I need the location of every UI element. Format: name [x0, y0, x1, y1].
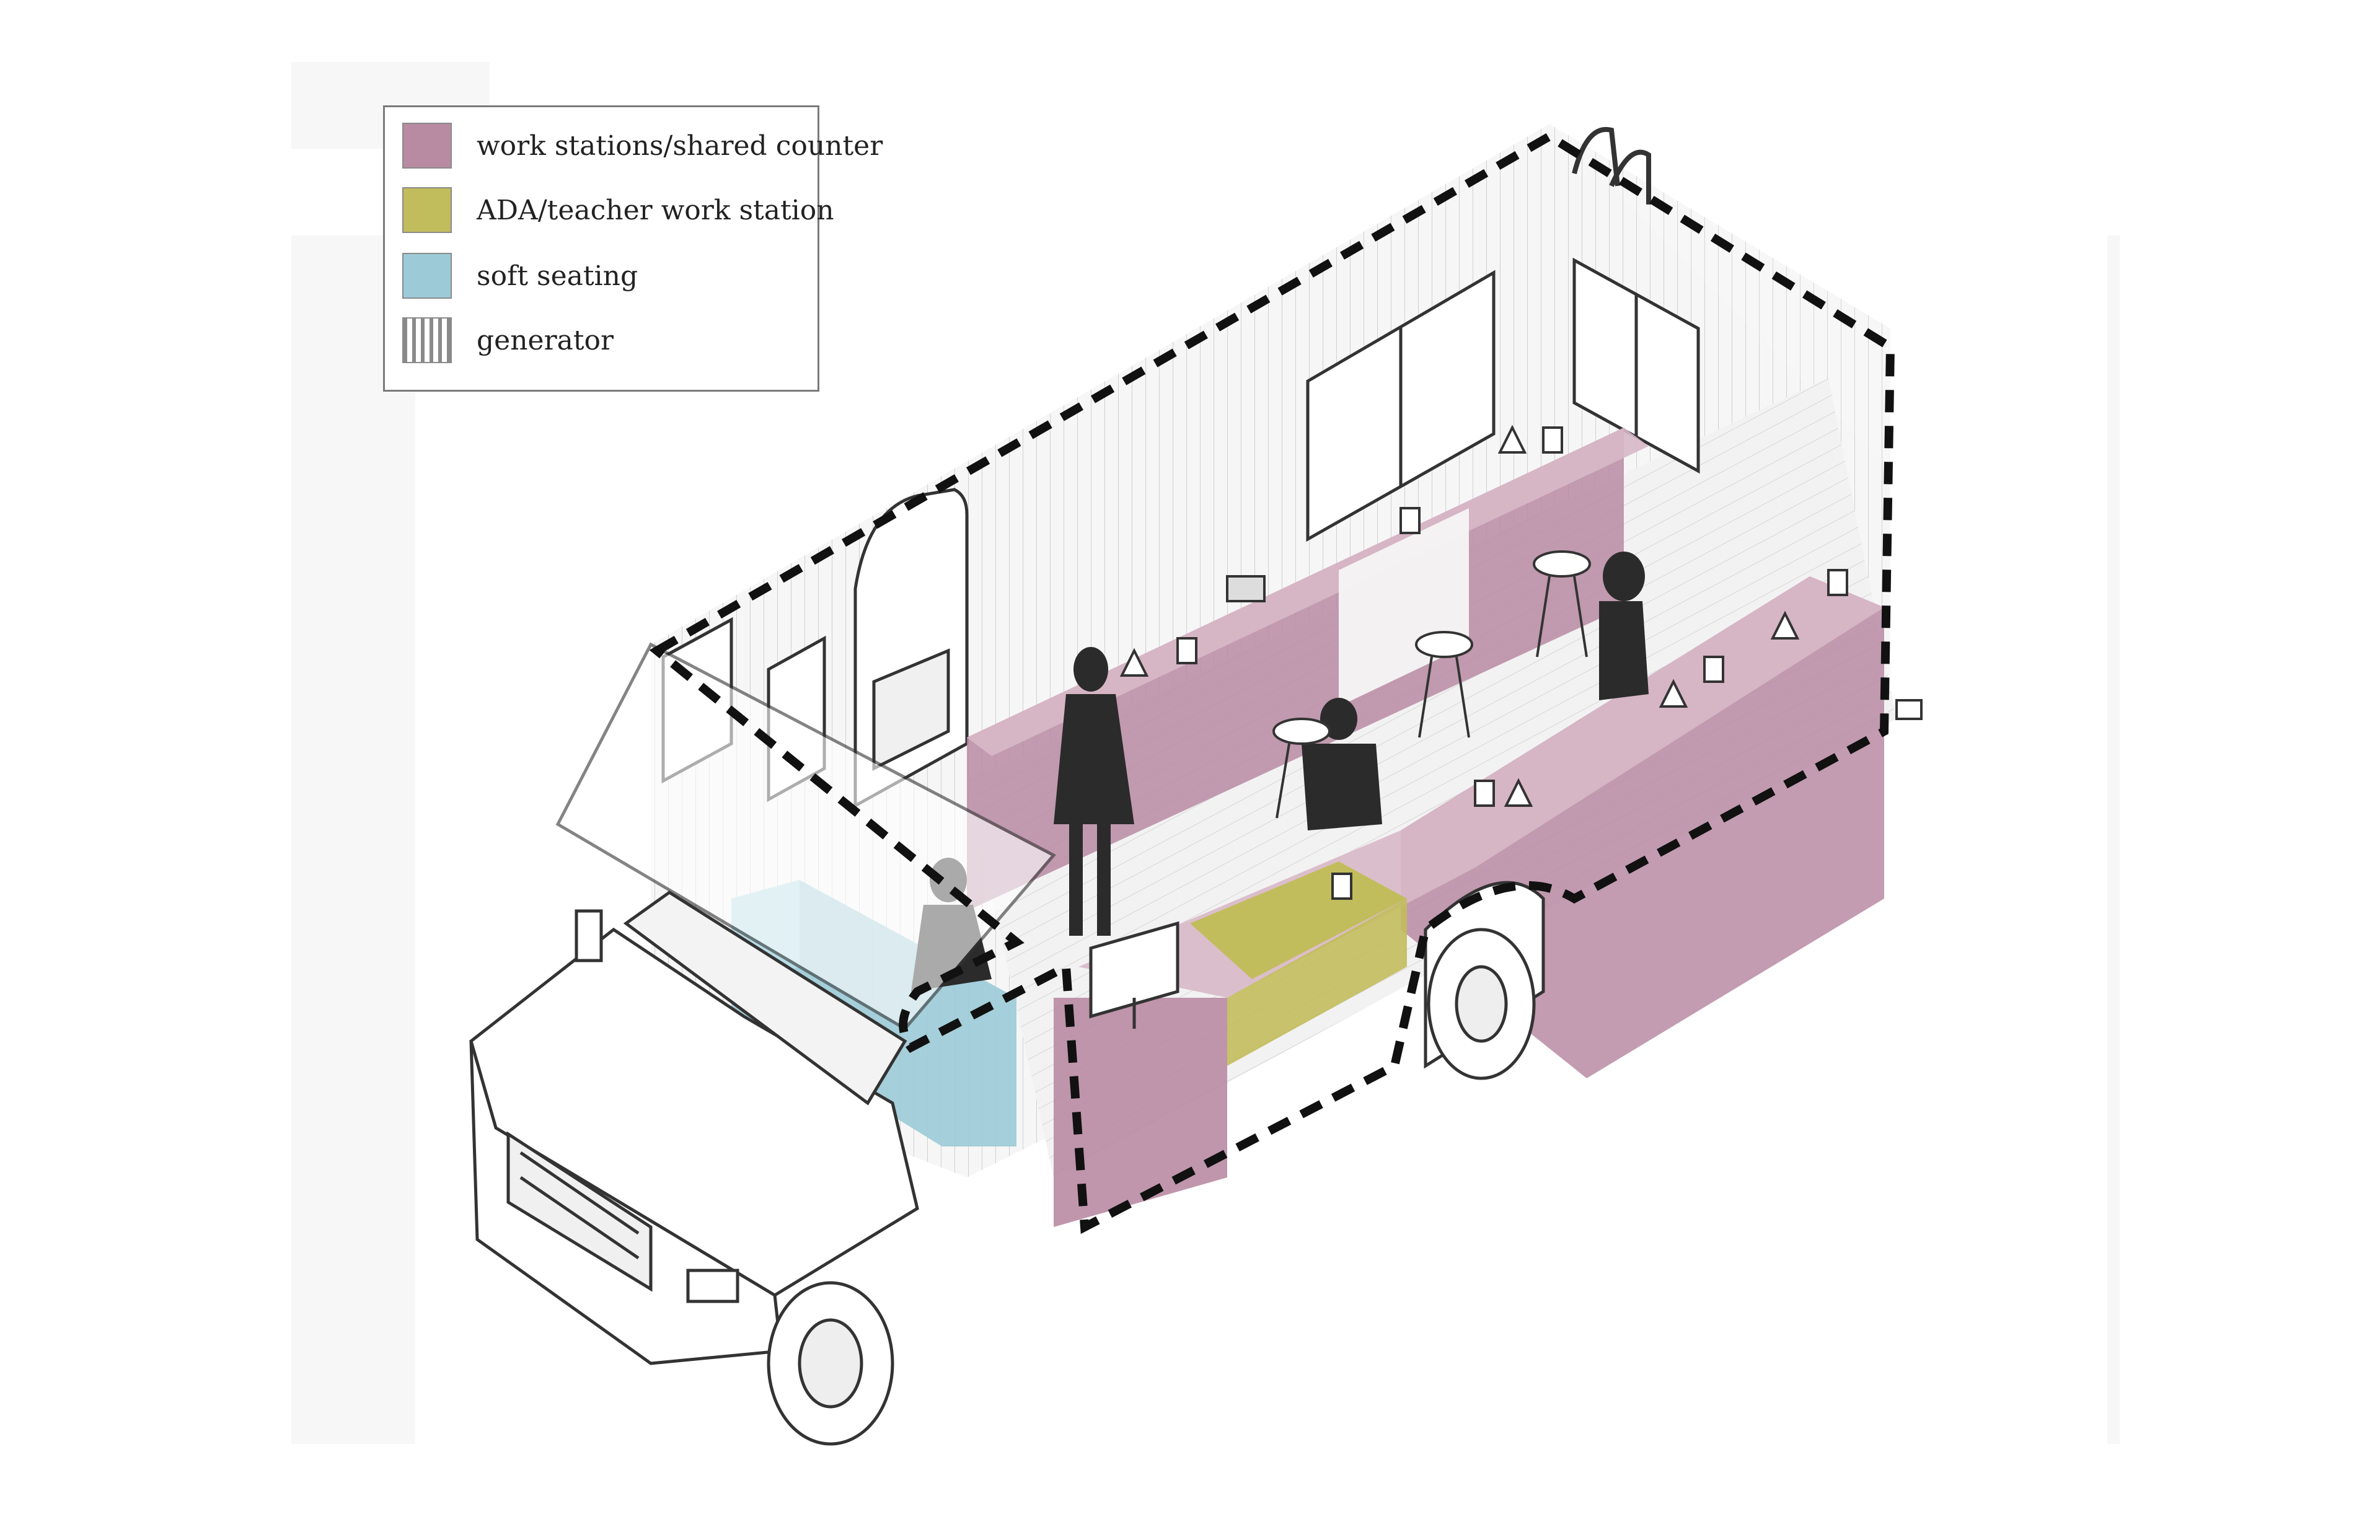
- legend-item-generator: generator: [402, 315, 614, 365]
- legend-label: soft seating: [477, 260, 638, 292]
- legend-label: ADA/teacher work station: [477, 194, 834, 226]
- stools: [1272, 550, 1591, 819]
- work-stations-swatch: [402, 123, 452, 169]
- monitor: [1089, 921, 1179, 1029]
- legend: work stations/shared counter ADA/teacher…: [383, 105, 883, 392]
- rear-wheel: [1424, 881, 1545, 1080]
- background-panels: [291, 62, 2120, 1444]
- legend-item-soft-seating: soft seating: [402, 251, 638, 301]
- legend-item-ada-station: ADA/teacher work station: [402, 185, 834, 235]
- program-outline: [649, 131, 1895, 1234]
- ada-station-swatch: [402, 187, 452, 233]
- hitch: [1895, 699, 1923, 720]
- roof-ladder: [1572, 126, 1651, 205]
- legend-item-work-stations: work stations/shared counter: [402, 121, 883, 170]
- lab-equipment: [1119, 425, 1848, 900]
- legend-label: generator: [477, 324, 614, 356]
- legend-label: work stations/shared counter: [477, 130, 883, 162]
- generator-swatch: [402, 317, 452, 363]
- soft-seating-swatch: [402, 253, 452, 299]
- front-wheel: [767, 1281, 894, 1446]
- entry-door: [853, 488, 969, 809]
